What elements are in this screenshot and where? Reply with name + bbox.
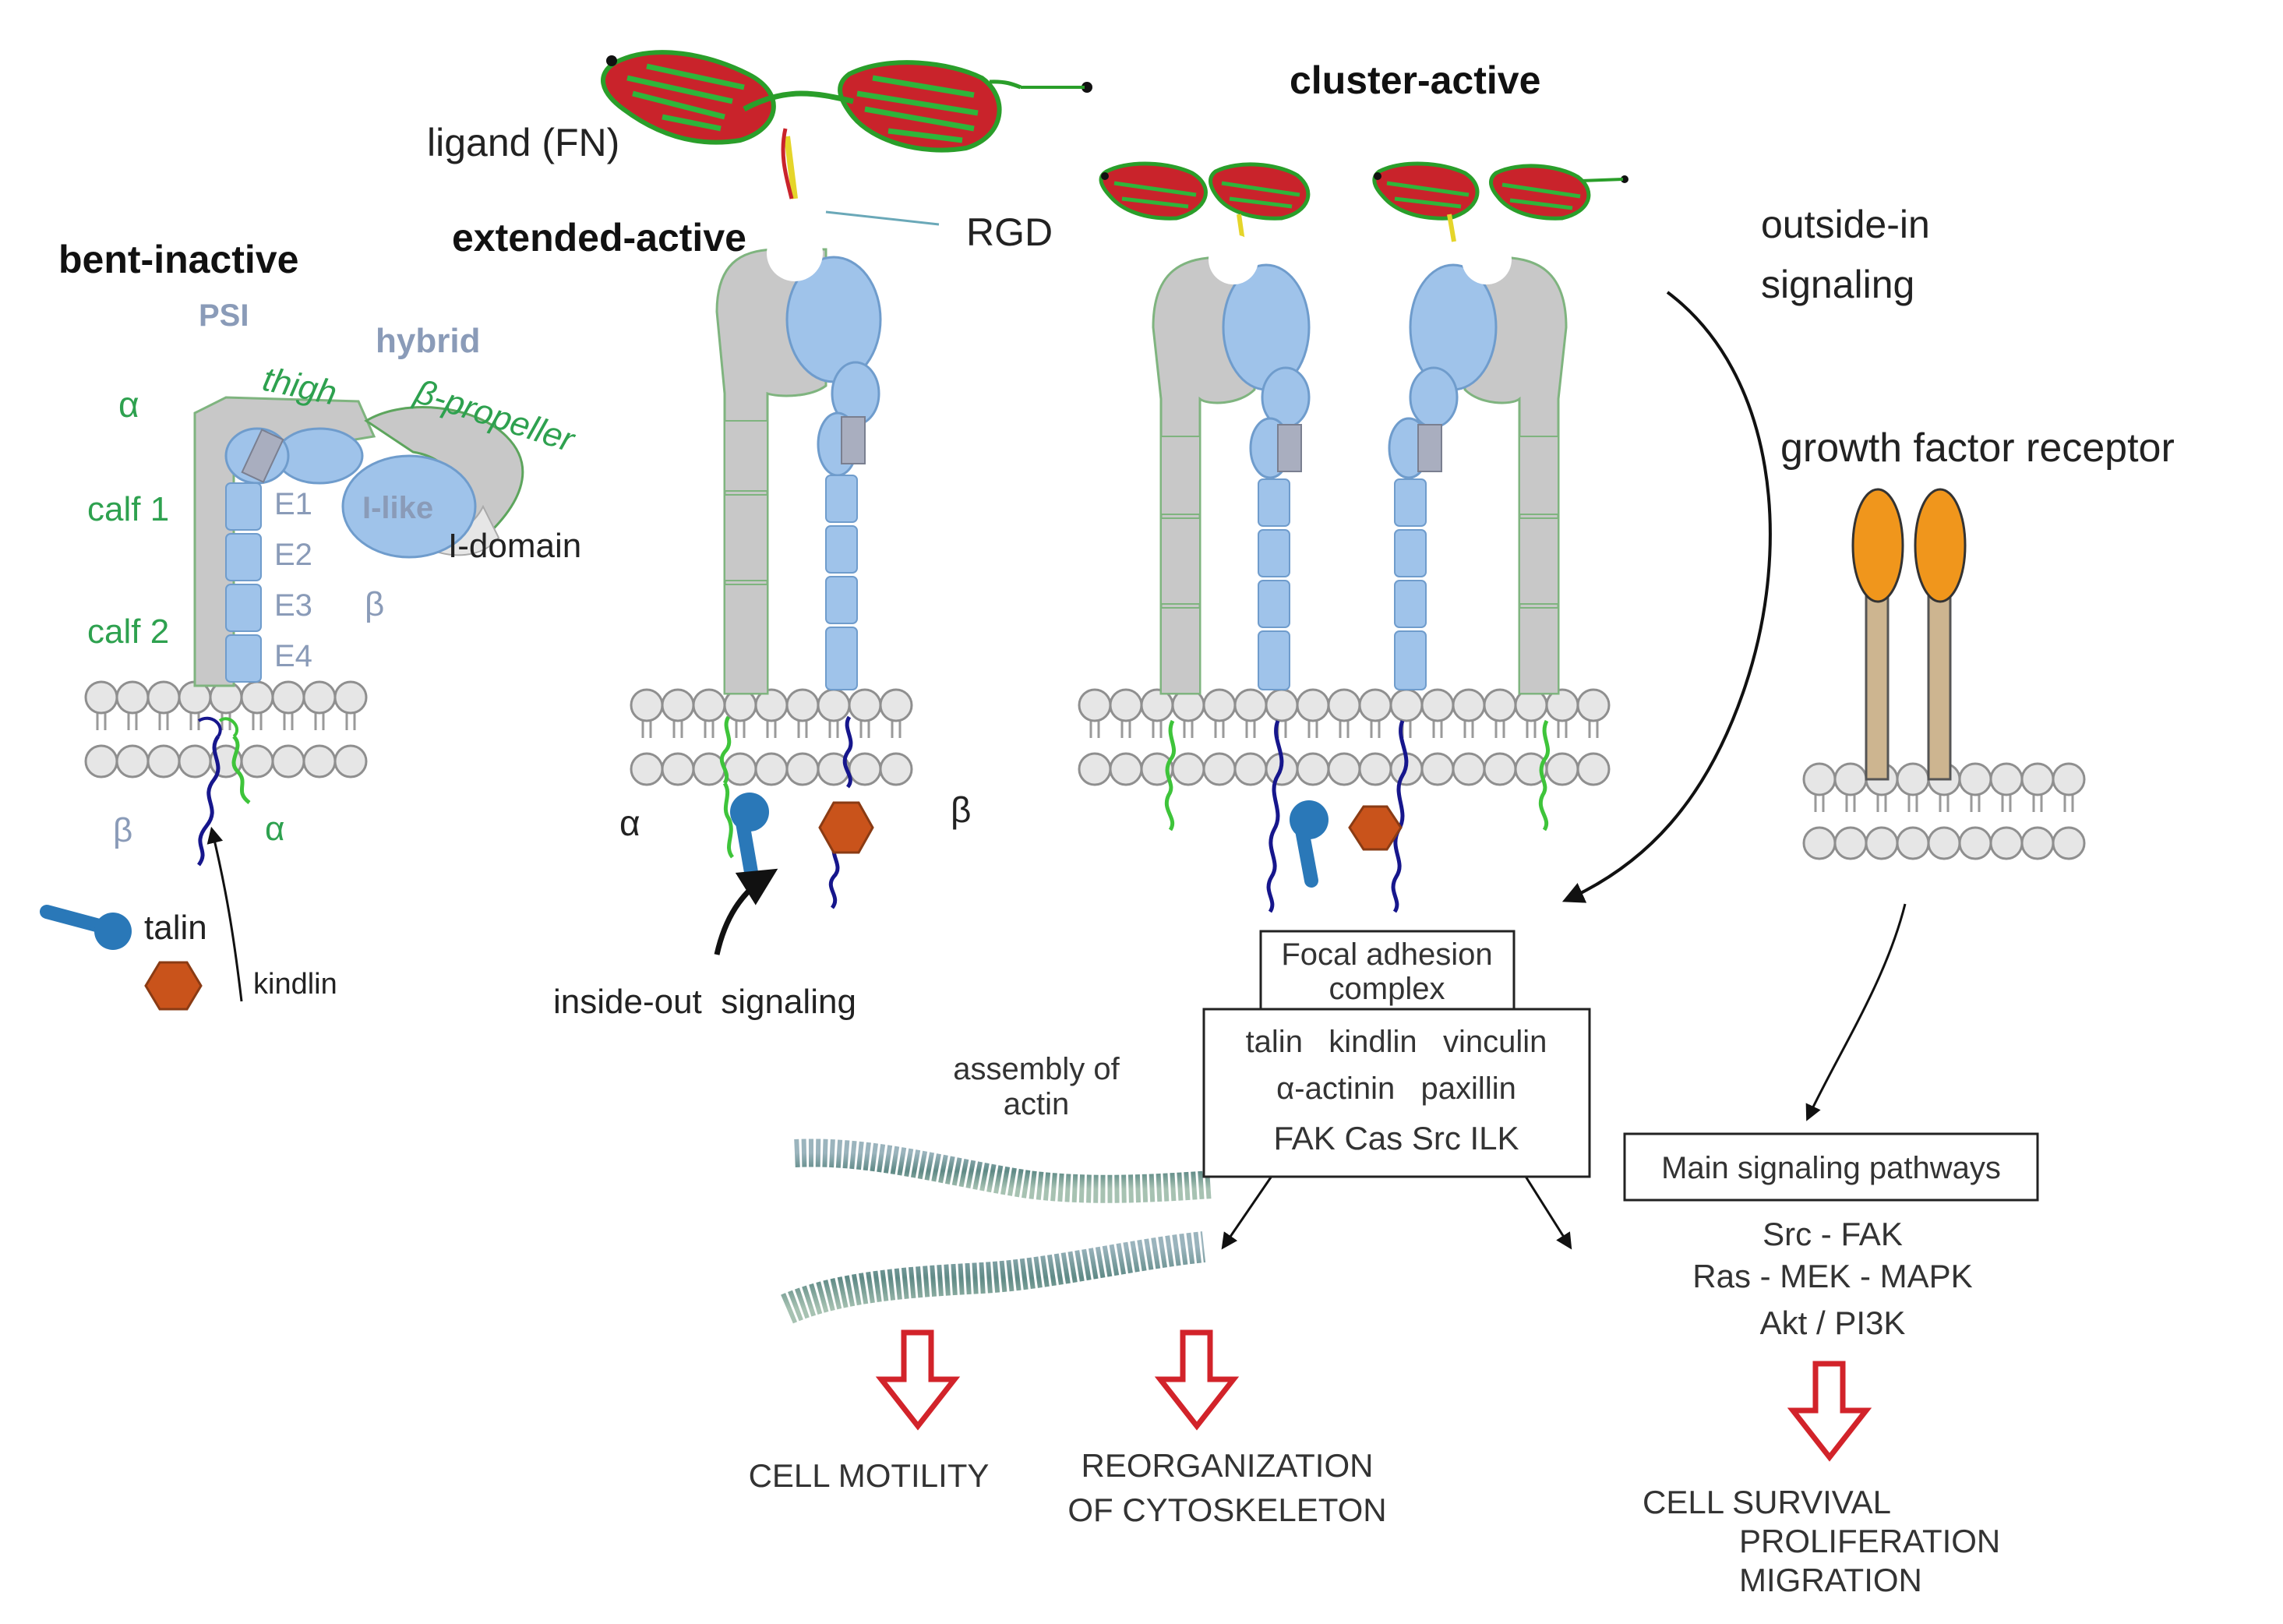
inside-out-arrow	[714, 868, 778, 955]
actin-label-1: assembly of	[953, 1052, 1120, 1086]
cell-membranes	[84, 680, 2086, 860]
psi-label: PSI	[199, 298, 249, 333]
inside-out-label: inside-out signaling	[553, 983, 856, 1021]
lipid-bilayer	[1802, 762, 2086, 860]
fa-row-2: α-actinin paxillin	[1276, 1071, 1516, 1106]
beta-tail-label-bent: β	[113, 811, 132, 849]
i-domain-label: I-domain	[448, 527, 581, 565]
title-bent-inactive: bent-inactive	[58, 238, 298, 281]
fa-title-2: complex	[1329, 972, 1445, 1006]
alpha-tail-label-bent: α	[265, 810, 284, 848]
outside-in-label-2: signaling	[1761, 263, 1914, 306]
actin-filaments	[781, 1139, 1213, 1324]
fa-to-actin-arrow	[1221, 1172, 1276, 1250]
pathway-item-3: Akt / PI3K	[1760, 1304, 1906, 1341]
ligand-fibronectin-cluster	[1099, 161, 1628, 242]
focal-adhesion-box	[1202, 930, 1591, 1178]
survival-down-arrow	[1787, 1361, 1872, 1462]
outcome-survival-3: MIGRATION	[1739, 1562, 1922, 1598]
title-cluster-active: cluster-active	[1290, 58, 1540, 102]
e3-label: E3	[274, 588, 312, 623]
outside-in-arrow	[1561, 291, 1772, 903]
growth-factor-receptor-graphic	[1851, 488, 1967, 781]
actin-label-2: actin	[1004, 1087, 1070, 1121]
lipid-bilayer	[1078, 688, 1611, 786]
ligand-fibronectin-top	[601, 50, 1092, 226]
integrin-bent-inactive	[193, 396, 524, 867]
pathways-title: Main signaling pathways	[1661, 1151, 2001, 1185]
ligand-label: ligand (FN)	[427, 121, 619, 164]
pathway-item-2: Ras - MEK - MAPK	[1692, 1258, 1972, 1294]
e4-label: E4	[274, 639, 312, 673]
calf1-label: calf 1	[87, 490, 169, 528]
i-like-label: I-like	[362, 491, 433, 525]
kindlin-arrow	[206, 826, 243, 1002]
reorganization-down-arrow	[1154, 1329, 1240, 1431]
rgd-label: RGD	[966, 210, 1053, 254]
hybrid-label: hybrid	[376, 322, 480, 360]
e2-label: E2	[274, 538, 312, 572]
motility-down-arrow	[875, 1329, 961, 1431]
alpha-label-bent: α	[118, 384, 139, 425]
outcome-reorg-1: REORGANIZATION	[1082, 1447, 1374, 1484]
kindlin-legend-icon	[144, 961, 203, 1011]
outcome-survival-1: CELL SURVIVAL	[1643, 1484, 1891, 1520]
outcome-motility: CELL MOTILITY	[749, 1457, 990, 1494]
outside-in-label-1: outside-in	[1761, 203, 1930, 246]
alpha-label-extended: α	[619, 803, 640, 843]
integrin-extended-active	[715, 225, 882, 909]
calf2-label: calf 2	[87, 613, 169, 651]
fa-to-pathways-arrow	[1522, 1172, 1572, 1250]
arrows	[206, 291, 1907, 1250]
title-extended-active: extended-active	[452, 216, 746, 259]
pathways-box	[1623, 1132, 2039, 1202]
receptor-to-pathways-arrow	[1805, 903, 1907, 1121]
lipid-bilayer	[630, 688, 913, 786]
fa-row-1: talin kindlin vinculin	[1246, 1025, 1547, 1059]
beta-label-bent: β	[365, 585, 384, 623]
e1-label: E1	[274, 487, 312, 521]
labels: bent-inactive extended-active cluster-ac…	[58, 58, 2175, 1598]
fa-row-3: FAK Cas Src ILK	[1273, 1120, 1519, 1156]
talin-legend-label: talin	[144, 909, 207, 947]
legend	[40, 905, 203, 1011]
kindlin-legend-label: kindlin	[253, 968, 337, 1001]
outcome-survival-2: PROLIFERATION	[1739, 1523, 2000, 1559]
lipid-bilayer	[84, 680, 368, 778]
growth-factor-receptor-label: growth factor receptor	[1780, 425, 2175, 471]
outcome-arrows	[875, 1329, 1872, 1462]
integrin-cluster-active	[1152, 235, 1568, 913]
fa-title-1: Focal adhesion	[1281, 937, 1492, 972]
pathway-item-1: Src - FAK	[1763, 1216, 1903, 1252]
beta-label-extended: β	[951, 789, 971, 830]
outcome-reorg-2: OF CYTOSKELETON	[1067, 1492, 1386, 1528]
